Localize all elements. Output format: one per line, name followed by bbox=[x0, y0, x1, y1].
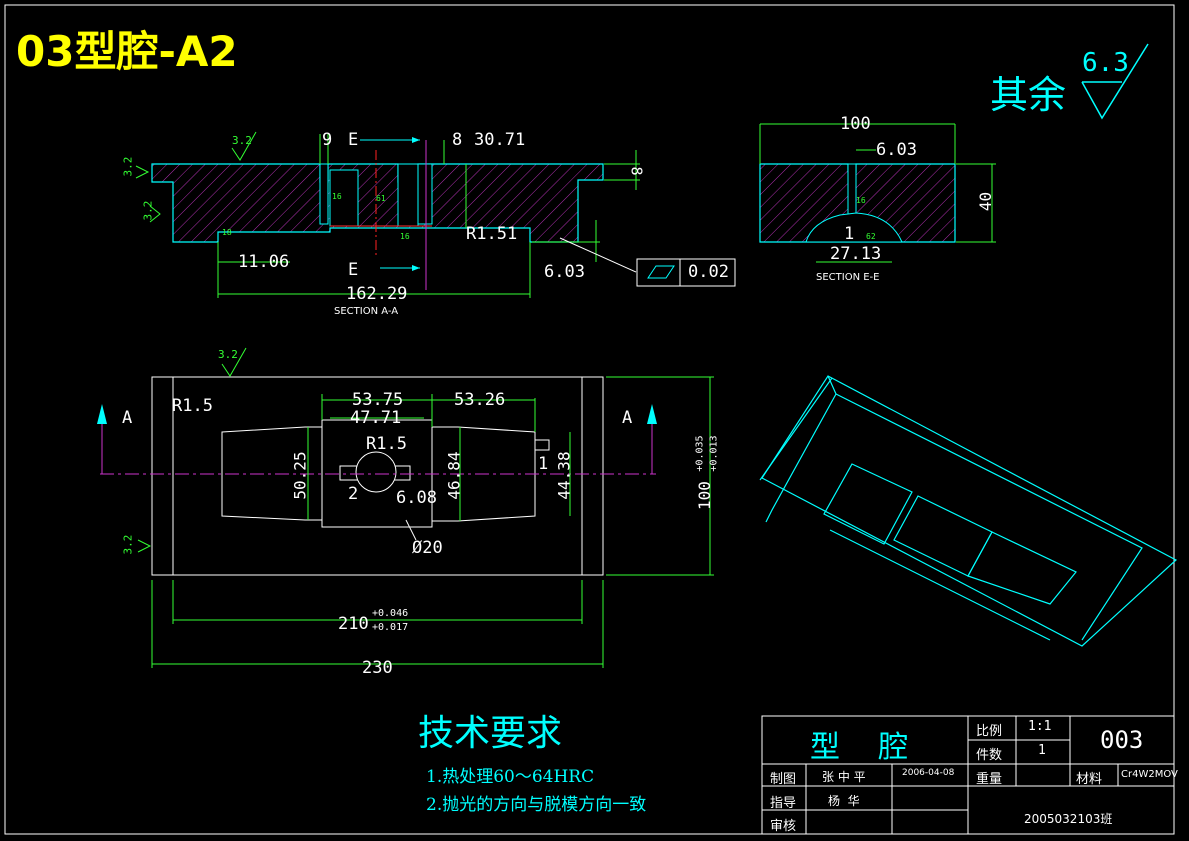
tech-item-2: 2.抛光的方向与脱模方向一致 bbox=[426, 795, 647, 815]
drawn-label: 制图 bbox=[770, 772, 797, 787]
material-label: 材料 bbox=[1076, 772, 1103, 787]
dim-230: 230 bbox=[362, 658, 393, 678]
title-block bbox=[761, 715, 1175, 835]
roughness-label: 其余 bbox=[990, 73, 1067, 117]
guide-name: 杨 华 bbox=[828, 794, 860, 808]
dim-8-right: 8 bbox=[627, 166, 646, 176]
section-aa-label: SECTION A-A bbox=[334, 306, 399, 317]
rough-small-3: 3.2 bbox=[141, 200, 155, 221]
guide-label: 指导 bbox=[770, 796, 797, 811]
dim-2-plan: 2 bbox=[348, 484, 359, 504]
small-mark-1: 18 bbox=[222, 228, 232, 237]
drawn-date: 2006-04-08 bbox=[902, 768, 955, 778]
small-mark-3: 16 bbox=[400, 232, 410, 241]
tech-item-1: 1.热处理60～64HRC bbox=[426, 767, 595, 787]
outer-frame bbox=[4, 4, 1175, 835]
roughness-symbol-icon bbox=[1081, 43, 1149, 120]
rough-small-2: 3.2 bbox=[121, 156, 135, 177]
dim-r1-51: R1.51 bbox=[466, 224, 518, 244]
drawing-title: 03型腔-A2 bbox=[16, 27, 238, 76]
section-e-bottom: E bbox=[348, 260, 359, 280]
dim-100-ee: 100 bbox=[840, 114, 871, 134]
drawn-name: 张 中 平 bbox=[822, 770, 866, 784]
section-a-right: A bbox=[622, 408, 633, 428]
scale-value: 1:1 bbox=[1028, 719, 1052, 734]
scale-label: 比例 bbox=[976, 724, 1003, 739]
small-mark-2: 16 bbox=[332, 192, 342, 201]
dim-210-tol-dn: +0.017 bbox=[372, 622, 409, 633]
dim-11-06: 11.06 bbox=[238, 252, 290, 272]
dim-27-13-ee: 27.13 bbox=[830, 244, 882, 264]
isometric-view bbox=[759, 375, 1178, 647]
rough-small-1: 3.2 bbox=[232, 134, 252, 147]
dim-100-plan: 100 bbox=[694, 481, 714, 510]
dim-6-03-ee: 6.03 bbox=[876, 140, 917, 160]
section-aa bbox=[135, 131, 736, 298]
dim-30-71: 30.71 bbox=[474, 130, 526, 150]
dim-53-26: 53.26 bbox=[454, 390, 506, 410]
roughness-value: 6.3 bbox=[1082, 48, 1129, 78]
small-mark-ee-2: 62 bbox=[866, 232, 876, 241]
dim-r1-5-b: R1.5 bbox=[366, 434, 407, 454]
dim-1-plan: 1 bbox=[538, 454, 549, 474]
material-value: Cr4W2MOV bbox=[1121, 769, 1178, 780]
dim-162-29: 162.29 bbox=[346, 284, 408, 304]
dim-40-ee: 40 bbox=[976, 191, 996, 212]
dim-100-tol-dn: +0.013 bbox=[708, 435, 720, 472]
part-name: 型 腔 bbox=[810, 730, 909, 765]
small-mark-ee-1: 16 bbox=[856, 196, 866, 205]
qty-label: 件数 bbox=[976, 748, 1003, 763]
weight-label: 重量 bbox=[976, 772, 1003, 787]
dim-210: 210 bbox=[338, 614, 369, 634]
plan-view bbox=[97, 347, 714, 668]
check-label: 审核 bbox=[770, 819, 797, 834]
dim-50-25: 50.25 bbox=[290, 451, 310, 500]
dim-46-84: 46.84 bbox=[444, 451, 464, 500]
dim-44-38: 44.38 bbox=[554, 451, 574, 500]
dim-100-tol-up: +0.035 bbox=[694, 435, 706, 472]
rough-small-4: 3.2 bbox=[218, 348, 238, 361]
section-ee-label: SECTION E-E bbox=[816, 272, 880, 283]
rough-small-5: 3.2 bbox=[121, 534, 135, 555]
section-e-top: E bbox=[348, 130, 359, 150]
flatness-value: 0.02 bbox=[688, 262, 729, 282]
dim-6-08: 6.08 bbox=[396, 488, 437, 508]
small-mark-4: 61 bbox=[376, 194, 386, 203]
section-a-left: A bbox=[122, 408, 133, 428]
section-ee bbox=[759, 123, 996, 263]
dim-1-ee: 1 bbox=[844, 224, 855, 244]
dim-53-75: 53.75 bbox=[352, 390, 404, 410]
tech-heading: 技术要求 bbox=[418, 713, 563, 754]
dim-6-03: 6.03 bbox=[544, 262, 585, 282]
qty-value: 1 bbox=[1038, 743, 1046, 758]
dim-210-tol-up: +0.046 bbox=[372, 608, 409, 619]
dim-47-71: 47.71 bbox=[350, 408, 402, 428]
drawing-number: 003 bbox=[1100, 726, 1144, 754]
class-id: 2005032103班 bbox=[1024, 812, 1113, 826]
dim-8: 8 bbox=[452, 130, 463, 150]
dim-phi-20: Ø20 bbox=[412, 538, 443, 558]
dim-r1-5-a: R1.5 bbox=[172, 396, 213, 416]
dim-9: 9 bbox=[322, 130, 333, 150]
